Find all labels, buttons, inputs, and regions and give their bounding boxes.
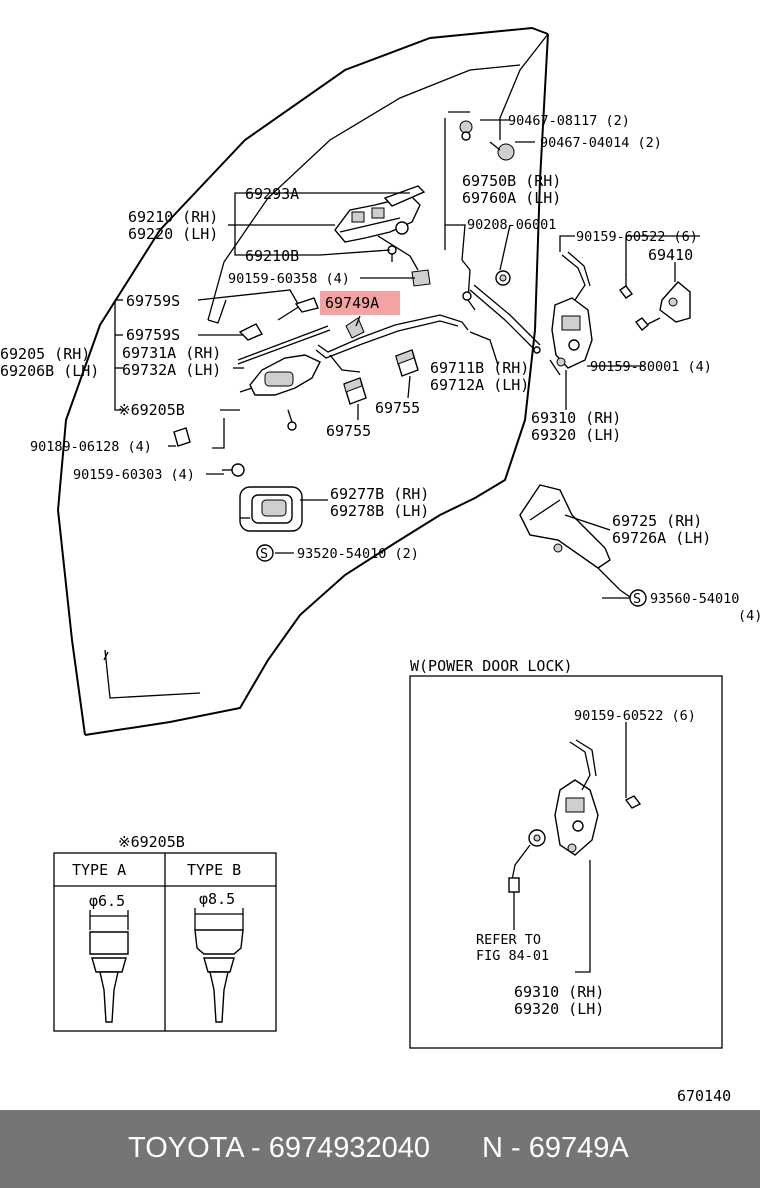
label-69755-b: 69755 [326,422,371,440]
label-69732a: 69732A (LH) [122,361,221,379]
label-69711b: 69711B (RH) [430,359,529,377]
handle-protector-69725 [519,484,631,598]
power-lock-title: W(POWER DOOR LOCK) [410,657,573,675]
label-90467-08117: 90467-08117 (2) [508,113,630,129]
footer-brand-part: TOYOTA - 6974932040 [128,1132,431,1164]
type-table-title: ※69205B [118,833,185,851]
label-69726a: 69726A (LH) [612,529,711,547]
parts-diagram: S S 90467-08117 (2) 90467-04014 (2) 6975… [0,26,760,1105]
inset-label-90159: 90159-60522 (6) [574,708,696,724]
label-69206b: 69206B (LH) [0,362,99,380]
label-69731a: 69731A (RH) [122,344,221,362]
footer-ref: N - 69749A [482,1132,629,1164]
bolt-fasteners-top [459,120,515,286]
label-90159-60303: 90159-60303 (4) [73,467,195,483]
label-69277b: 69277B (RH) [330,485,429,503]
label-69749a: 69749A [325,294,379,312]
label-93560: 93560-54010 [650,591,739,607]
figure-number: 670140 [677,1087,731,1105]
leader-lines [114,119,700,599]
label-93520: 93520-54010 (2) [297,546,419,562]
striker-69410 [618,274,691,332]
remote-rods [315,259,541,373]
inset-label-69320: 69320 (LH) [514,1000,604,1018]
label-69760a: 69760A (LH) [462,189,561,207]
label-69205b: ※69205B [118,401,185,419]
s-symbol-2: S [629,589,647,607]
highlight-box-69749a [320,291,400,315]
inset-label-69310: 69310 (RH) [514,983,604,1001]
part-labels: 90467-08117 (2) 90467-04014 (2) 69750B (… [0,113,760,624]
label-69410: 69410 [648,246,693,264]
label-90467-04014: 90467-04014 (2) [540,135,662,151]
label-69750b: 69750B (RH) [462,172,561,190]
lock-control-assembly [334,185,431,287]
rod-clips-69755 [343,349,419,405]
inset-refer-line2: FIG 84-01 [476,948,549,964]
clips-left [173,427,245,477]
inset-refer-line1: REFER TO [476,932,541,948]
door-lock-assembly [549,251,593,376]
type-a-header: TYPE A [72,861,126,879]
door-frame-outline [56,26,549,736]
label-69725: 69725 (RH) [612,512,702,530]
label-69205: 69205 (RH) [0,345,90,363]
s-mark-label: S [260,546,268,562]
inside-handle-assembly [237,297,365,431]
type-b-header: TYPE B [187,861,241,879]
label-69759s-2: 69759S [126,326,180,344]
label-69712a: 69712A (LH) [430,376,529,394]
s-symbol-1: S [256,544,274,562]
handle-bezel [239,486,303,532]
label-69759s-1: 69759S [126,292,180,310]
label-93560-qty: (4) [738,608,760,624]
power-door-lock-inset: W(POWER DOOR LOCK) 90159-60522 (6) REFER… [409,657,723,1049]
label-90159-60522: 90159-60522 (6) [576,229,698,245]
s-mark-label: S [633,591,641,607]
label-90159-60358: 90159-60358 (4) [228,271,350,287]
label-69210b: 69210B [245,247,299,265]
label-69310: 69310 (RH) [531,409,621,427]
type-b-diameter: φ8.5 [199,890,235,908]
label-90208: 90208-06001 [467,217,556,233]
footer-bar: TOYOTA - 6974932040 N - 69749A [0,1110,760,1188]
label-69755-a: 69755 [375,399,420,417]
label-69210: 69210 (RH) [128,208,218,226]
label-90189: 90189-06128 (4) [30,439,152,455]
label-69320: 69320 (LH) [531,426,621,444]
label-90159-80001: 90159-80001 (4) [590,359,712,375]
label-69220: 69220 (LH) [128,225,218,243]
type-a-diameter: φ6.5 [89,892,125,910]
label-69293a: 69293A [245,185,299,203]
label-69278b: 69278B (LH) [330,502,429,520]
clip-type-table: ※69205B TYPE A TYPE B φ6.5 φ8.5 [53,833,277,1032]
